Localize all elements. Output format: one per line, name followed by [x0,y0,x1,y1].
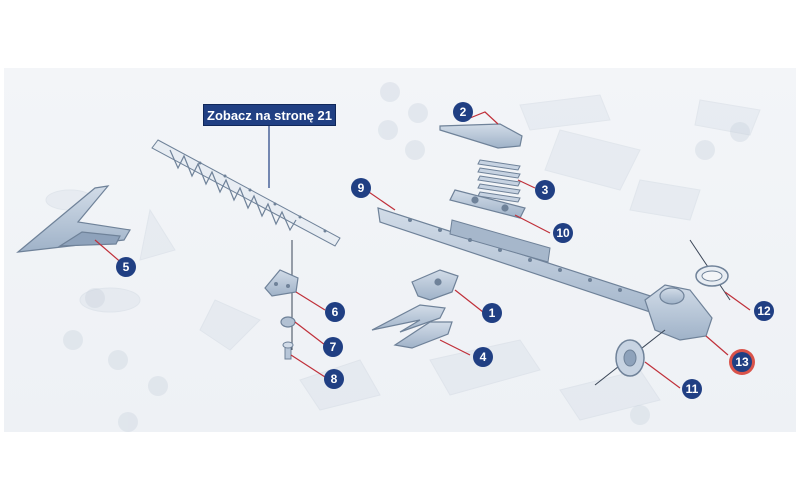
part-2-wear-plate [439,123,523,149]
badge-2: 2 [453,102,473,122]
badge-2-label: 2 [460,105,467,119]
badge-3-label: 3 [542,183,549,197]
see-page-reference-box: Zobacz na stronę 21 [203,104,336,126]
badge-1-label: 1 [489,306,496,320]
badge-9-label: 9 [358,181,365,195]
badge-10: 10 [553,223,573,243]
part-10-retaining-plate [449,189,526,219]
part-4-guard-finger [371,304,453,349]
badge-12: 12 [754,301,774,321]
badge-6: 6 [325,302,345,322]
badge-6-label: 6 [332,305,339,319]
badge-4-label: 4 [480,350,487,364]
background-ghost-numbers [63,82,750,432]
background-ghost-parts [45,94,761,421]
part-6-clip-plate [264,240,299,350]
badge-11-label: 11 [686,382,699,396]
part-1-clip [411,269,459,301]
badge-13: 13 [729,349,755,375]
badge-8: 8 [324,369,344,389]
badge-7: 7 [323,337,343,357]
part-5-divider [16,185,131,253]
badge-13-label: 13 [735,355,749,369]
knife-bar [151,139,341,247]
badge-7-label: 7 [330,340,337,354]
badge-8-label: 8 [331,372,338,386]
badge-5: 5 [116,257,136,277]
part-11-pulley [594,329,666,386]
see-page-reference-text: Zobacz na stronę 21 [207,107,332,123]
part-12-ring [689,239,731,301]
badge-9: 9 [351,178,371,198]
diagram-panel [4,68,796,432]
part-13-shoe-assembly [644,284,713,341]
part-7-nut [280,316,296,328]
badge-12-label: 12 [757,304,771,318]
part-3-shims [477,159,521,203]
badge-10-label: 10 [556,226,570,240]
part-8-bolt [282,341,294,360]
badge-1: 1 [482,303,502,323]
badge-4: 4 [473,347,493,367]
badge-11: 11 [682,379,702,399]
badge-3: 3 [535,180,555,200]
leader-lines [94,111,751,389]
badge-5-label: 5 [123,260,130,274]
